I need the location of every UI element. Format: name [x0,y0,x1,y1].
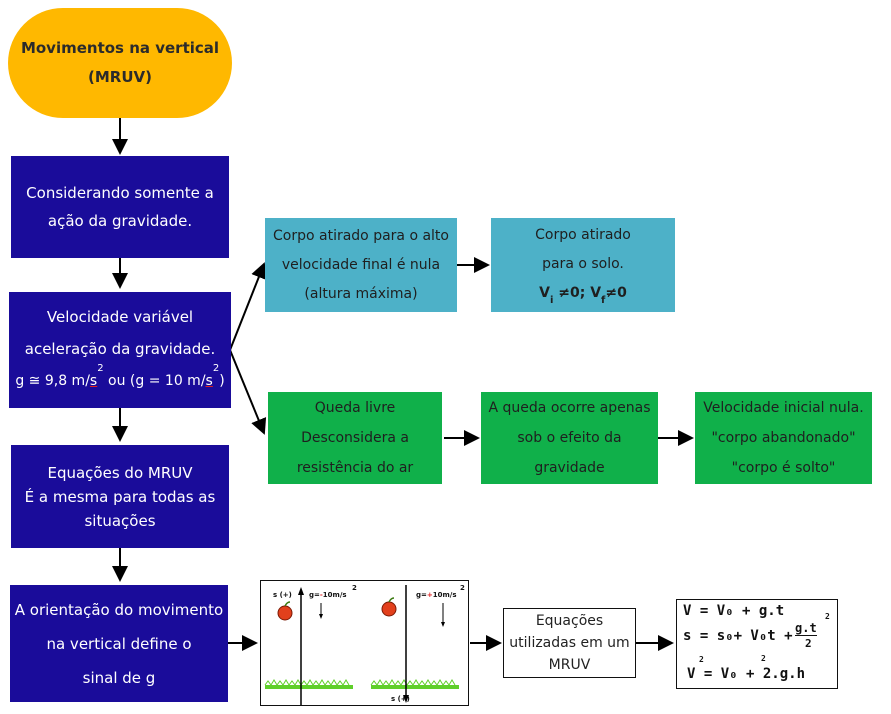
formula-3: V = V₀ + 2.g.h [687,666,806,682]
grass-right-blades [370,679,456,686]
arrow-velocity-thrownup [229,262,267,351]
free-fall-node: Queda livre Desconsidera a resistência d… [268,392,442,484]
thrown-up-node: Corpo atirado para o alto velocidade fin… [265,218,457,312]
equations-line2: É a mesma para todas as [24,487,216,506]
grass-left [265,685,353,689]
usedeq-line1: Equações [535,613,604,629]
v-initial: V [539,285,550,301]
orientation-line3: sinal de g [82,668,156,687]
throwndown-line2: para o solo. [542,256,624,272]
start-line1: Movimentos na vertical [20,39,220,57]
neq-zero-a: ≠0; [553,285,591,301]
velocity-line1: Velocidade variável [46,308,194,326]
start-node: Movimentos na vertical (MRUV) [8,8,232,118]
velocity-line3: g ≅ 9,8 m/s2 ou (g = 10 m/s2) [15,363,225,399]
sub-i: i [549,295,554,306]
fall-gravity-node: A queda ocorre apenas sob o efeito da gr… [481,392,658,484]
formulas-box: V = V₀ + g.t s = s₀+ V₀t + g.t 2 2 2 2 V… [676,599,838,689]
neq-zero-b: ≠0 [605,285,627,301]
left-axis-arrowhead [298,587,304,595]
arrow-velocity-freefall [229,349,267,435]
figure-drawing [264,585,459,705]
velocity-line2: aceleração da gravidade. [24,340,216,358]
equations-line3: situações [84,511,156,530]
g-exp: 2 [97,363,104,374]
left-axis-label: s (+) [273,591,292,599]
formula-1: V = V₀ + g.t [683,603,785,619]
initialzero-line3: "corpo é solto" [731,460,836,476]
thrownup-line2: velocidade final é nula [281,256,441,273]
gravity-node: Considerando somente a ação da gravidade… [11,156,229,258]
fallgravity-line1: A queda ocorre apenas [488,400,651,416]
formula-3-exp2: 2 [761,654,766,663]
initialzero-line2: "corpo abandonado" [711,430,856,446]
throwndown-line1: Corpo atirado [535,227,631,243]
freefall-line2: Desconsidera a [301,430,409,446]
grass-right [371,685,459,689]
g-s2: s [205,373,213,389]
used-equations-node: Equações utilizadas em um MRUV [503,608,636,678]
thrownup-line3: (altura máxima) [304,285,418,302]
usedeq-line3: MRUV [548,657,591,673]
g-end: ) [219,373,225,389]
usedeq-line2: utilizadas em um [509,635,630,651]
formula-2: s = s₀+ V₀t + [683,628,793,644]
orientation-line1: A orientação do movimento [14,600,224,619]
left-g-label: g=-10m/s [309,591,347,599]
right-axis-arrowhead [403,695,409,703]
equations-node: Equações do MRUV É a mesma para todas as… [11,445,229,548]
g-mid: ou (g = 10 m/ [103,373,206,389]
freefall-line3: resistência do ar [296,460,414,476]
grass-left-blades [264,679,350,686]
initial-zero-node: Velocidade inicial nula. "corpo abandona… [695,392,872,484]
orientation-node: A orientação do movimento na vertical de… [10,585,228,702]
thrown-down-node: Corpo atirado para o solo. Vi ≠0; Vf≠0 [491,218,675,312]
thrownup-line1: Corpo atirado para o alto [273,227,449,244]
equations-line1: Equações do MRUV [47,463,193,482]
fallgravity-line3: gravidade [534,460,605,476]
g-prefix: g ≅ 9,8 m/ [15,373,90,389]
fallgravity-line2: sob o efeito da [517,430,622,446]
initialzero-line1: Velocidade inicial nula. [703,400,864,416]
formula-3-exp1: 2 [699,655,704,664]
formula-2-num: g.t [795,621,817,636]
formula-2-den: 2 [805,637,812,650]
right-axis-label: s (+) [391,695,410,703]
gravity-line1: Considerando somente a [26,184,214,202]
apple-right [381,601,397,617]
velocity-node: Velocidade variável aceleração da gravid… [9,292,231,408]
formula-2-exp: 2 [825,612,830,621]
gravity-line2: ação da gravidade. [47,212,193,230]
g-exp2: 2 [212,363,220,374]
start-line2: (MRUV) [88,68,152,86]
freefall-line1: Queda livre [314,400,396,416]
sub-f: f [601,295,606,306]
right-g-label: g=+10m/s [416,591,457,599]
throwndown-line3: Vi ≠0; Vf≠0 [539,279,627,309]
g-s: s [89,373,98,389]
v-final: V [590,285,602,301]
orientation-line2: na vertical define o [46,634,192,653]
right-g-exp: 2 [460,584,465,592]
left-g-exp: 2 [352,584,357,592]
orientation-figure: s (+) g=-10m/s 2 g=+10m/s 2 s (+) [260,580,469,706]
apple-left [277,605,293,621]
